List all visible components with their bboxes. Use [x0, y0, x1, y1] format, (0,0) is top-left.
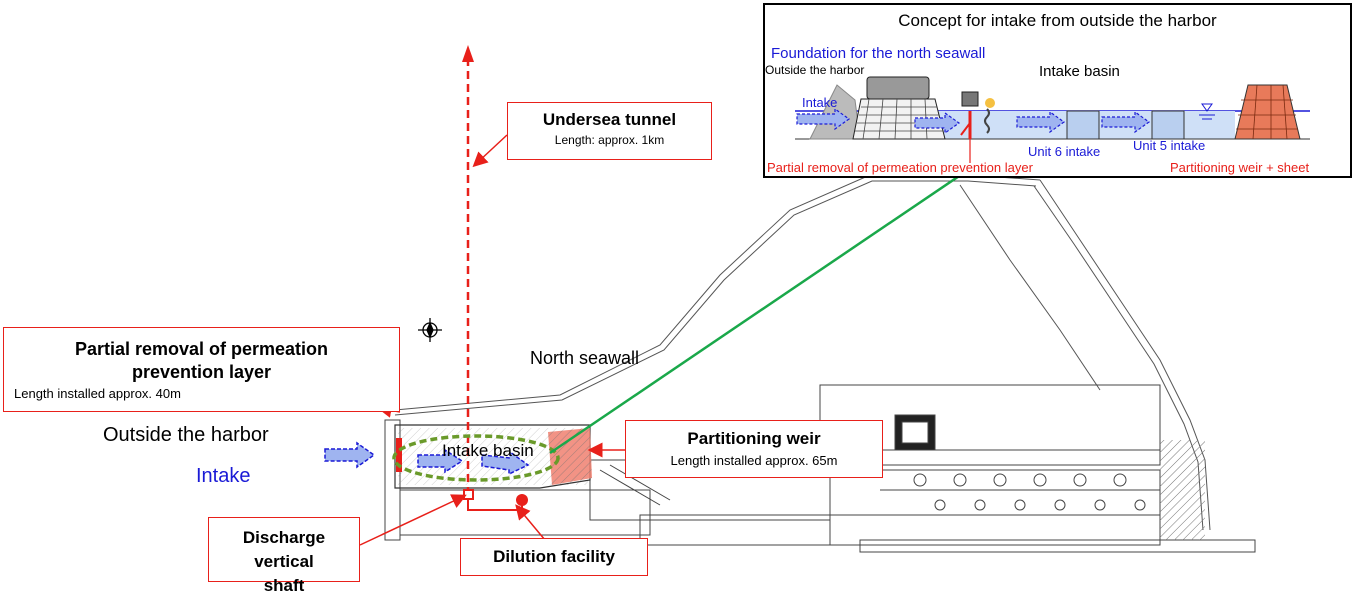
concept-inset-panel: Concept for intake from outside the harb…	[763, 3, 1352, 178]
intake-flow-arrows	[324, 441, 530, 476]
plant-area	[384, 384, 1256, 553]
inset-foundation-label: Foundation for the north seawall	[771, 45, 986, 62]
intake-basin-ellipse	[392, 434, 560, 482]
intake-basin-label: Intake basin	[442, 441, 534, 460]
undersea-tunnel-sub: Length: approx. 1km	[554, 133, 665, 147]
discharge-shaft-callout: Discharge vertical shaft	[208, 517, 360, 595]
inset-cross-section	[795, 76, 1310, 163]
inset-weir-sheet-label: Partitioning weir + sheet	[1170, 160, 1310, 175]
undersea-tunnel-title: Undersea tunnel	[542, 110, 677, 129]
inset-unit5-label: Unit 5 intake	[1133, 138, 1206, 153]
partitioning-weir-sub: Length installed approx. 65m	[670, 453, 838, 468]
dilution-callout: Dilution facility	[460, 538, 648, 576]
outside-harbor-label: Outside the harbor	[103, 424, 269, 446]
inset-title: Concept for intake from outside the harb…	[898, 11, 1217, 30]
permeation-removal-mark	[396, 438, 402, 472]
permeation-sub: Length installed approx. 40m	[14, 386, 181, 401]
north-seawall-label: North seawall	[530, 348, 640, 368]
partitioning-weir-title: Partitioning weir	[687, 429, 821, 448]
undersea-tunnel-callout: Undersea tunnel Length: approx. 1km	[507, 102, 712, 160]
discharge-shaft-title: Discharge vertical shaft	[242, 528, 326, 595]
permeation-title: Partial removal of permeation prevention…	[74, 339, 329, 382]
site-map	[324, 45, 1256, 553]
weir-mound-icon	[1234, 84, 1301, 140]
inset-unit6-label: Unit 6 intake	[1028, 144, 1101, 159]
partitioning-weir-callout: Partitioning weir Length installed appro…	[625, 420, 883, 478]
permeation-callout: Partial removal of permeation prevention…	[3, 327, 400, 412]
intake-label: Intake	[196, 465, 251, 487]
seawall-caisson-icon	[866, 76, 930, 100]
inset-outside-harbor-label: Outside the harbor	[765, 63, 865, 77]
dilution-title: Dilution facility	[493, 547, 615, 566]
compass-icon	[418, 318, 442, 342]
inset-intake-basin-label: Intake basin	[1039, 63, 1120, 80]
discharge-shaft-mark	[463, 489, 474, 500]
inset-intake-label: Intake	[802, 95, 838, 110]
tunnel-arrowhead	[462, 45, 474, 62]
inset-partial-removal-label: Partial removal of permeation prevention…	[767, 160, 1033, 175]
